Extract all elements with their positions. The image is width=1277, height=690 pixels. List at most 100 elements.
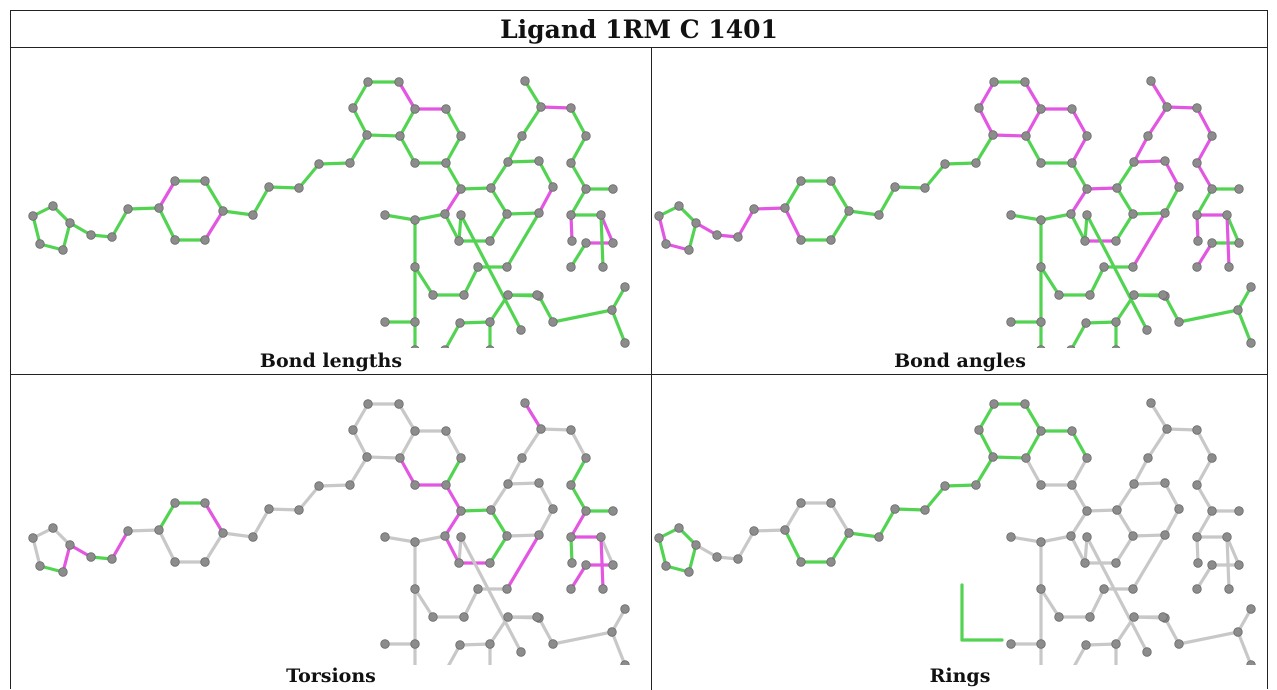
bond (1177, 308, 1240, 324)
atom (410, 215, 420, 225)
bond (459, 535, 523, 654)
bond (489, 186, 509, 216)
atom (674, 523, 684, 533)
bond (977, 80, 996, 110)
atom (486, 505, 496, 515)
atom (48, 523, 58, 533)
bond (923, 484, 947, 512)
bond (569, 106, 588, 138)
atom (844, 528, 854, 538)
atom (218, 528, 228, 538)
atom (890, 182, 900, 192)
atom (363, 399, 373, 409)
atom (170, 557, 180, 567)
atom (1246, 338, 1256, 348)
atom (1222, 532, 1232, 542)
bond (551, 308, 614, 324)
atom (566, 158, 576, 168)
atom (1036, 317, 1046, 327)
bond (569, 187, 588, 217)
atom (459, 612, 469, 622)
atom (362, 452, 372, 462)
bond (877, 507, 897, 539)
atom (502, 584, 512, 594)
atom (1207, 453, 1217, 463)
atom (620, 660, 630, 665)
atom (248, 210, 258, 220)
column-divider (651, 48, 652, 690)
bond (444, 456, 463, 487)
bond (569, 483, 588, 513)
bond (1115, 186, 1135, 216)
bond (398, 456, 417, 487)
atom (1192, 584, 1202, 594)
bond (537, 507, 555, 537)
atom (485, 639, 495, 649)
bond (444, 321, 462, 348)
atom (1146, 76, 1156, 86)
bond (1195, 241, 1214, 269)
atom (440, 345, 450, 348)
atom (1158, 612, 1168, 622)
atom (517, 453, 527, 463)
atom (581, 238, 591, 248)
panel-bond-angles: Bond angles (652, 48, 1268, 374)
atom (749, 204, 759, 214)
atom (65, 540, 75, 550)
atom (1082, 184, 1092, 194)
atom (596, 210, 606, 220)
atom (1067, 104, 1077, 114)
bond (1131, 533, 1167, 591)
bond (1039, 534, 1073, 544)
bond (569, 563, 588, 591)
bond (1132, 456, 1150, 486)
atom (1006, 210, 1016, 220)
atom (380, 639, 390, 649)
atom (170, 176, 180, 186)
atom (1054, 290, 1064, 300)
bond (599, 535, 605, 591)
atom (394, 77, 404, 87)
atom (503, 479, 513, 489)
ligand-table: Ligand 1RM C 1401 Bond lengths Bond angl… (10, 10, 1268, 690)
bond (537, 159, 555, 189)
bond (505, 533, 541, 538)
atom (691, 218, 701, 228)
bond (443, 534, 461, 565)
atom (566, 532, 576, 542)
atom (1143, 453, 1153, 463)
atom (200, 176, 210, 186)
row-divider (11, 374, 1267, 375)
bond (1039, 265, 1061, 297)
atom (1036, 584, 1046, 594)
atom (566, 480, 576, 490)
atom (456, 506, 466, 516)
atom (1099, 262, 1109, 272)
atom (154, 203, 164, 213)
bond (599, 535, 615, 567)
atom (248, 532, 258, 542)
atom (974, 103, 984, 113)
bond (1195, 187, 1214, 217)
bond (1024, 456, 1043, 487)
atom (65, 218, 75, 228)
atom (1112, 505, 1122, 515)
atom (548, 639, 558, 649)
atom (35, 561, 45, 571)
bond (458, 642, 492, 647)
atom (534, 530, 544, 540)
bond (31, 536, 42, 568)
atom (1006, 532, 1016, 542)
bond (893, 185, 927, 190)
bond (539, 105, 573, 110)
atom (294, 183, 304, 193)
atom (581, 560, 591, 570)
atom (1207, 238, 1217, 248)
ligand-title: Ligand 1RM C 1401 (500, 14, 778, 44)
atom (532, 290, 542, 300)
bond (1088, 587, 1106, 619)
bond (444, 483, 463, 513)
atom (733, 554, 743, 564)
bond (1070, 161, 1089, 191)
atom (154, 525, 164, 535)
